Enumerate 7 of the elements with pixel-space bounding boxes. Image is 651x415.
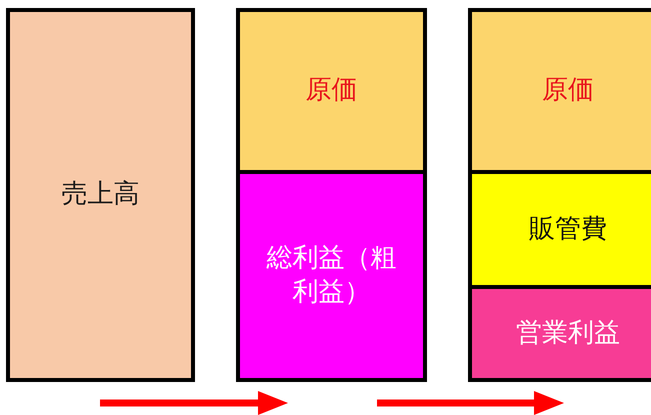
box-label: 原価 <box>542 74 594 108</box>
box-label: 販管費 <box>529 212 607 246</box>
box-label: 総利益（粗利益） <box>266 242 398 309</box>
box-label: 売上高 <box>62 178 140 212</box>
revenue-box <box>6 8 195 382</box>
box-label: 原価 <box>306 74 358 108</box>
box-label: 営業利益 <box>516 316 620 350</box>
